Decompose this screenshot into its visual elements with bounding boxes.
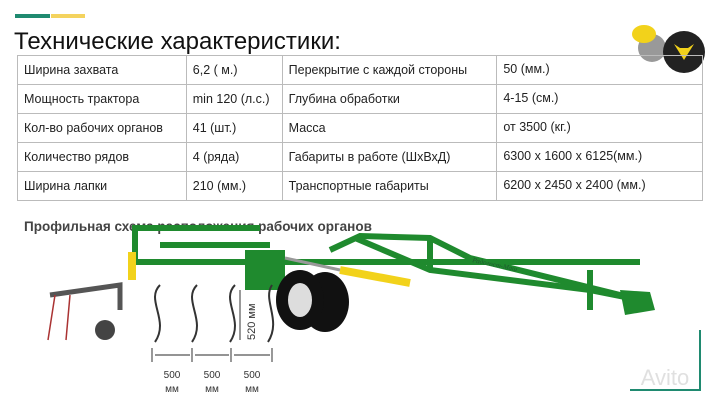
- spec-name: Ширина лапки: [17, 171, 187, 201]
- spec-value: min 120 (л.с.): [185, 84, 283, 114]
- spec-name: Количество рядов: [17, 142, 187, 172]
- spacing-value: 500: [244, 370, 261, 381]
- spec-name: Мощность трактора: [17, 84, 187, 114]
- spec-value: 210 (мм.): [185, 171, 283, 201]
- accent-bar-green: [15, 14, 50, 18]
- tines: [154, 284, 275, 343]
- cylinder-main: [339, 266, 411, 287]
- height-label: 520 мм: [246, 303, 258, 340]
- spacing-unit: мм: [165, 384, 179, 395]
- frame-plate: [245, 250, 285, 290]
- accent-corner: [630, 330, 701, 391]
- spacing-unit: мм: [245, 384, 259, 395]
- spec-name: Кол-во рабочих органов: [17, 113, 187, 143]
- spec-value: от 3500 (кг.): [496, 113, 703, 143]
- page-title: Технические характеристики:: [14, 28, 341, 55]
- depth-wheel: [95, 320, 115, 340]
- spacing-value: 500: [164, 370, 181, 381]
- spec-value: 6200 х 2450 х 2400 (мм.): [496, 171, 703, 201]
- spec-value: 41 (шт.): [185, 113, 283, 143]
- spec-name: Транспортные габариты: [281, 171, 498, 201]
- spec-name: Ширина захвата: [17, 55, 187, 85]
- spacing-unit: мм: [205, 384, 219, 395]
- spec-name: Масса: [281, 113, 498, 143]
- cylinder-front: [128, 252, 136, 280]
- spec-name: Перекрытие с каждой стороны: [281, 55, 498, 85]
- dimension-lines: [151, 290, 273, 362]
- harrow: [49, 282, 123, 310]
- brand-label: Радогост-Маш: [471, 256, 519, 274]
- spec-name: Глубина обработки: [281, 84, 498, 114]
- watermark: Avito: [641, 365, 690, 390]
- spec-value: 4-15 (см.): [496, 84, 703, 114]
- spec-value: 50 (мм.): [496, 55, 703, 85]
- spec-name: Габариты в работе (ШхВхД): [281, 142, 498, 172]
- hitch: [620, 290, 655, 315]
- spec-value: 4 (ряда): [185, 142, 283, 172]
- frame: [132, 225, 641, 310]
- spacing-value: 500: [204, 370, 221, 381]
- accent-bar-yellow: [51, 14, 85, 18]
